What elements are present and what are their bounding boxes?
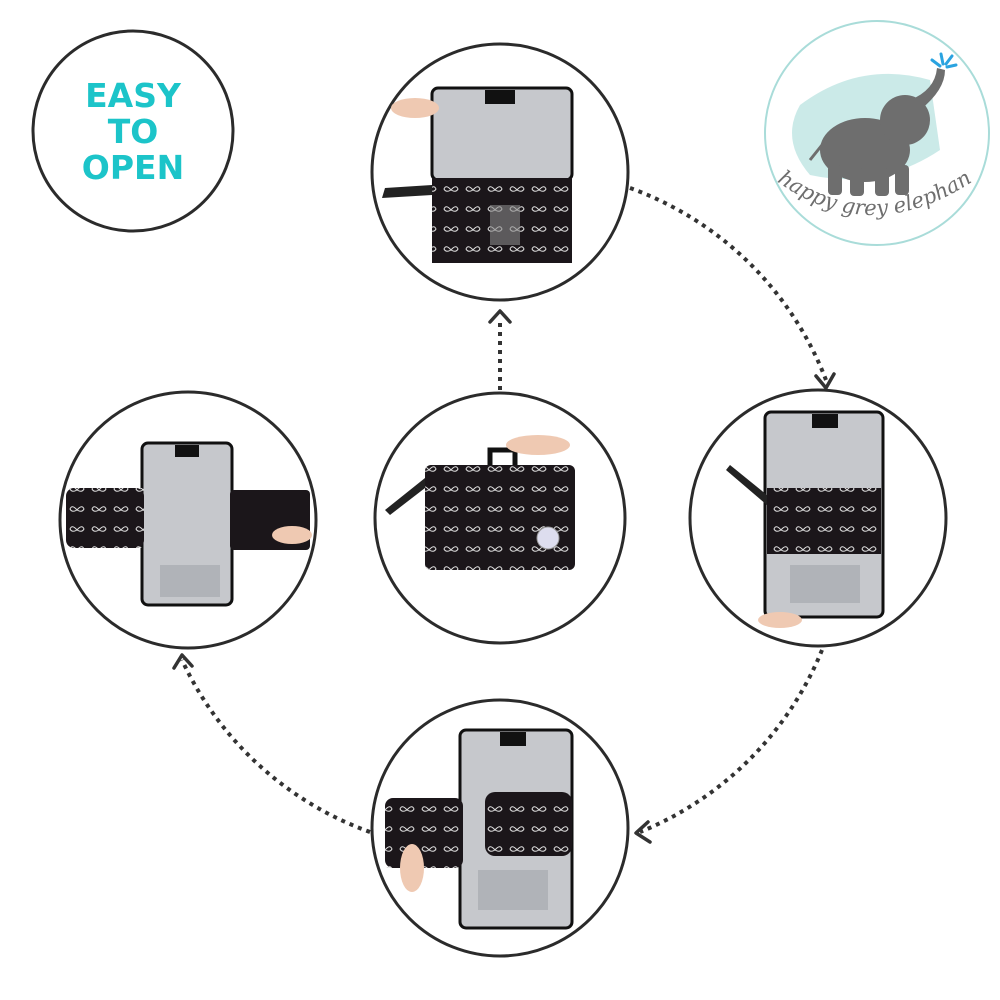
step-closed-bag <box>373 391 627 645</box>
water-splash-icon <box>930 52 958 69</box>
arrow-top-to-right <box>629 186 828 381</box>
arrowhead-up-icon <box>488 309 512 324</box>
step-fully-opened <box>58 390 318 650</box>
hand-icon <box>758 612 802 628</box>
hand-icon <box>272 526 312 544</box>
arrowhead-right-icon <box>814 372 836 390</box>
step-mat-unfolded <box>688 388 948 648</box>
arrowhead-bottom-icon <box>634 820 652 844</box>
badge-line-1: EASY <box>85 76 182 115</box>
arrow-bottom-to-left <box>180 659 371 834</box>
badge-line-2: TO <box>108 112 159 151</box>
hand-icon <box>506 435 570 455</box>
easy-to-open-badge: EASY TO OPEN <box>31 29 235 233</box>
step-flap-opened <box>370 42 630 302</box>
arrowhead-left-icon <box>172 653 194 670</box>
flow-arrows <box>172 186 836 844</box>
hand-icon <box>391 98 439 118</box>
hand-icon <box>400 844 424 892</box>
elephant-icon <box>808 68 945 196</box>
arrow-right-to-bottom <box>639 649 824 834</box>
badge-line-3: OPEN <box>82 148 184 187</box>
step-side-pocket-opened <box>370 698 630 958</box>
